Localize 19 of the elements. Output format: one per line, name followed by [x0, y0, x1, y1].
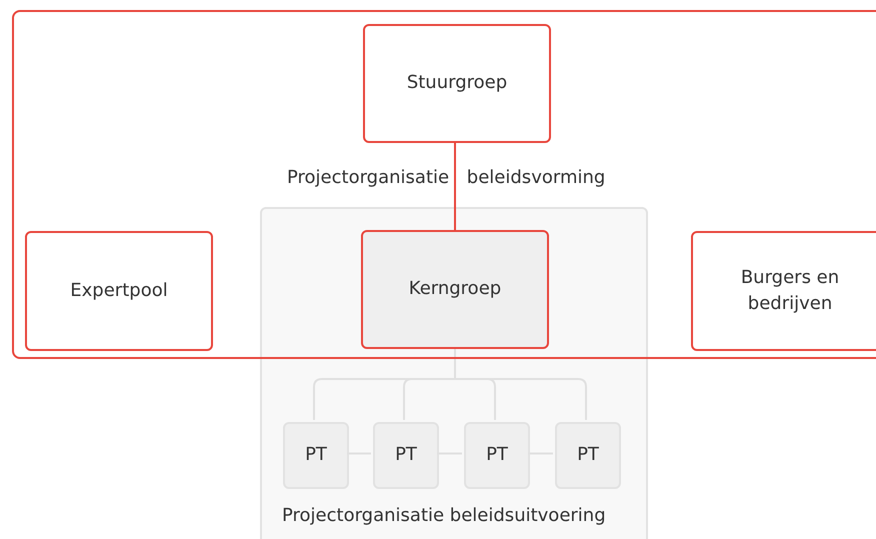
box-label: Expertpool — [70, 278, 168, 303]
box-label: Kerngroep — [408, 277, 502, 302]
box-label: PT — [486, 443, 508, 468]
connector-line — [454, 141, 456, 230]
group-label: Projectorganisatie beleidsuitvoering — [282, 505, 606, 526]
box-label: PT — [577, 443, 599, 468]
team-box — [373, 422, 439, 489]
box-label: PT — [395, 443, 417, 468]
process-box — [25, 231, 213, 351]
process-box — [363, 24, 551, 143]
box-label: PT — [305, 443, 327, 468]
group-label: Projectorganisatie beleidsvorming — [287, 167, 606, 188]
box-label: Stuurgroep — [406, 71, 508, 96]
team-box — [464, 422, 530, 489]
team-box — [283, 422, 349, 489]
box-label: Burgers en bedrijven — [740, 266, 840, 316]
process-box — [691, 231, 876, 351]
group-outline — [12, 10, 876, 359]
process-box — [361, 230, 549, 349]
